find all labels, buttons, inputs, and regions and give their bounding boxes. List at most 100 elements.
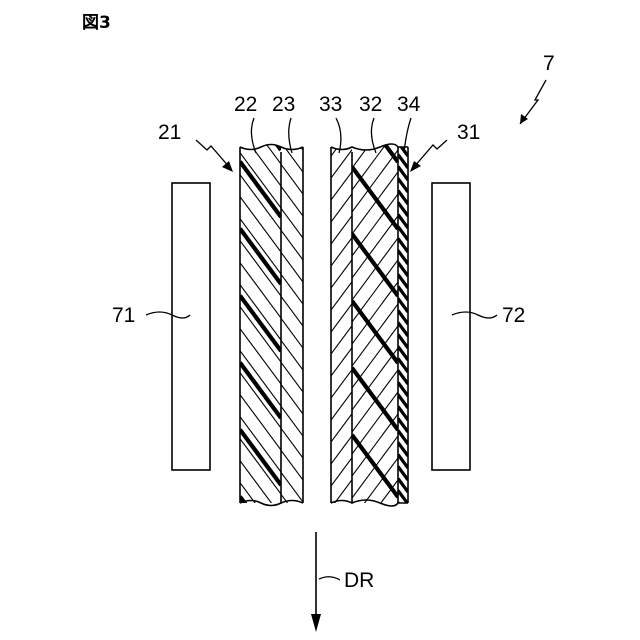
left-heater-label: 71 [112, 304, 135, 327]
direction-arrowhead [311, 614, 321, 632]
film-31-bottom-break [331, 500, 408, 506]
layer-33-hatch-line [331, 392, 352, 420]
layer-23-hatch-line [281, 296, 303, 326]
layer-23-hatch-line [281, 516, 303, 546]
layer-33-hatch-line [331, 282, 352, 310]
layer-33-hatch-line [331, 128, 352, 156]
layer-22-hatch-line [240, 461, 281, 516]
layer-23-hatch-line [281, 494, 303, 524]
film-21-arrowhead [222, 161, 233, 172]
layer-34-label: 34 [397, 93, 421, 116]
layer-22-hatch-line [240, 153, 281, 208]
film-31-top-break [331, 144, 408, 150]
layer-34-hatch-line [398, 515, 408, 529]
layer-22-leader [251, 118, 256, 153]
right-heater-block [432, 183, 470, 470]
layer-23-hatch-line [281, 186, 303, 216]
layer-22-hatch-line [240, 329, 281, 384]
layer-33-hatch [331, 106, 352, 552]
layer-22-thick-line [240, 162, 281, 217]
layer-32-hatch [352, 62, 398, 542]
figure-title: 図3 [82, 13, 111, 33]
layer-22-hatch-line [240, 417, 281, 472]
layer-22-label: 22 [234, 93, 257, 116]
left-heater-block [172, 183, 210, 470]
layer-22-hatch-line [240, 131, 281, 186]
layer-23-hatch-line [281, 318, 303, 348]
layer-23-hatch-line [281, 472, 303, 502]
layer-33-hatch-line [331, 326, 352, 354]
layer-22-thick-hatch [240, 95, 281, 552]
layer-33-hatch-line [331, 480, 352, 508]
layer-33-hatch-line [331, 238, 352, 266]
layer-23-hatch-line [281, 428, 303, 458]
layer-34-hatch-line [398, 539, 408, 553]
layer-32-thick-line [352, 167, 398, 229]
film-31-leader-arrow [414, 140, 447, 167]
layer-23-hatch [281, 98, 303, 546]
right-heater-label: 72 [502, 304, 525, 327]
film-31-arrowhead [410, 161, 421, 172]
layer-23-hatch-line [281, 274, 303, 304]
layer-33-label: 33 [319, 93, 342, 116]
layer-22-hatch-line [240, 395, 281, 450]
layer-22-hatch-line [240, 219, 281, 274]
layer-33-hatch-line [331, 150, 352, 178]
film-21-leader-arrow [196, 140, 230, 168]
layer-32-thick-line [352, 301, 398, 363]
layer-22-hatch-line [240, 109, 281, 164]
layer-22-thick-line [240, 363, 281, 418]
layer-32-label: 32 [359, 93, 382, 116]
layer-23-hatch-line [281, 384, 303, 414]
layer-34-hatch-line [398, 527, 408, 541]
layer-33-hatch-line [331, 194, 352, 222]
layer-23-hatch-line [281, 230, 303, 260]
layer-22-thick-line [240, 430, 281, 485]
layer-34-hatch-line [398, 503, 408, 517]
layer-23-hatch-line [281, 450, 303, 480]
layer-23-hatch-line [281, 142, 303, 172]
layer-33-hatch-line [331, 414, 352, 442]
right-heater-leader [452, 312, 497, 318]
direction-label-leader [319, 577, 340, 580]
layer-33-hatch-line [331, 304, 352, 332]
layer-22-thick-line [240, 229, 281, 284]
layer-23-label: 23 [272, 93, 295, 116]
layer-23-hatch-line [281, 120, 303, 150]
layer-23-hatch-line [281, 340, 303, 370]
layer-32-thick-line [352, 234, 398, 296]
layer-33-hatch-line [331, 172, 352, 200]
layer-33-hatch-line [331, 524, 352, 552]
layer-23-hatch-line [281, 252, 303, 282]
layer-32-leader [371, 118, 376, 153]
layer-22-hatch-line [240, 373, 281, 428]
layer-22-thick-line [240, 296, 281, 351]
film-31-label: 31 [457, 121, 480, 144]
layer-22-hatch-line [240, 197, 281, 252]
layer-22-hatch-line [240, 241, 281, 296]
layer-23-hatch-line [281, 208, 303, 238]
layer-23-hatch-line [281, 406, 303, 436]
layer-33-hatch-line [331, 502, 352, 530]
layer-33-hatch-line [331, 458, 352, 486]
layer-22-hatch-line [240, 351, 281, 406]
layer-22-hatch-line [240, 483, 281, 538]
assembly-label: 7 [543, 52, 555, 75]
layer-33-hatch-line [331, 260, 352, 288]
left-heater-leader [146, 312, 190, 318]
layer-33-hatch-line [331, 216, 352, 244]
layer-23-leader [289, 118, 292, 153]
film-21-label: 21 [158, 121, 181, 144]
layer-22-hatch-line [240, 439, 281, 494]
layer-22-hatch-line [240, 307, 281, 362]
layer-34-hatch [398, 107, 408, 553]
layer-23-hatch-line [281, 362, 303, 392]
layer-33-hatch-line [331, 436, 352, 464]
layer-23-hatch-line [281, 164, 303, 194]
layer-33-hatch-line [331, 370, 352, 398]
layer-22-hatch-line [240, 263, 281, 318]
layer-22-hatch-line [240, 285, 281, 340]
layer-33-hatch-line [331, 348, 352, 376]
layer-32-thick-line [352, 368, 398, 430]
